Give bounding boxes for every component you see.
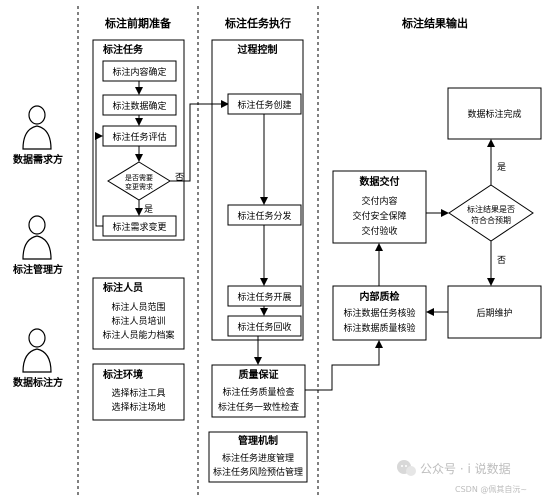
environment-item: 选择标注工具	[111, 387, 165, 399]
task-create-label: 标注任务创建	[237, 99, 291, 111]
internal-qc-item: 标注数据质量核验	[343, 322, 415, 334]
personnel-item: 标注人员培训	[111, 315, 165, 327]
process-arrows	[254, 114, 268, 365]
mgmt-item: 标注任务进度管理	[222, 452, 294, 464]
delivery-item: 交付内容	[361, 195, 397, 207]
watermark-line1: 公众号 · i 说数据	[420, 461, 511, 476]
personnel-item: 标注人员范围	[111, 301, 165, 313]
qa-item: 标注任务质量检查	[222, 386, 294, 398]
content-confirm-label: 标注内容确定	[112, 66, 166, 78]
need-change-yes-label: 是	[144, 204, 153, 215]
result-decision-l1: 标注结果是否	[467, 204, 515, 214]
mgmt-title: 管理机制	[238, 434, 278, 447]
role-label-demand: 数据需求方	[13, 153, 63, 166]
result-decision-l2: 符合合预期	[471, 215, 511, 225]
result-no-label: 否	[497, 255, 506, 266]
environment-title: 标注环境	[102, 368, 143, 381]
personnel-item: 标注人员能力档案	[102, 329, 174, 341]
req-change-label: 标注需求变更	[112, 221, 166, 233]
environment-item: 选择标注场地	[111, 401, 165, 413]
column-header-prep: 标注前期准备	[104, 16, 172, 30]
qa-item: 标注任务一致性检查	[218, 401, 299, 413]
output-arrows	[305, 139, 495, 391]
mgmt-box	[208, 431, 308, 483]
task-recycle-box	[227, 315, 302, 337]
personnel-box	[92, 277, 185, 350]
task-distribute-label: 标注任务分发	[237, 210, 291, 222]
need-change-q2: 变更需求	[125, 182, 153, 191]
delivery-item: 交付验收	[361, 225, 397, 237]
qa-box	[211, 364, 306, 418]
task-group-arrows	[95, 81, 229, 227]
watermark: 公众号 · i 说数据 CSDN @佩其自沅~	[397, 460, 527, 494]
delivery-title: 数据交付	[360, 175, 400, 188]
person-icon-demand	[22, 105, 52, 150]
role-label-labeler: 数据标注方	[13, 376, 63, 389]
need-change-no-label: 否	[175, 172, 184, 183]
task-recycle-label: 标注任务回收	[237, 321, 291, 333]
task-group-box	[92, 39, 185, 241]
column-header-exec: 标注任务执行	[224, 16, 291, 30]
task-start-label: 标注任务开展	[237, 291, 291, 303]
column-header-output: 标注结果输出	[401, 16, 468, 30]
watermark-line2: CSDN @佩其自沅~	[455, 484, 527, 494]
internal-qc-title: 内部质检	[360, 290, 400, 303]
task-eval-label: 标注任务评估	[112, 131, 166, 143]
data-confirm-label: 标注数据确定	[112, 100, 166, 112]
complete-label: 数据标注完成	[467, 108, 521, 120]
wechat-logo-icon	[397, 460, 416, 476]
environment-box	[92, 363, 185, 421]
maintenance-label: 后期维护	[476, 307, 512, 319]
mgmt-item: 标注任务风险预估管理	[213, 466, 303, 478]
role-label-manager: 标注管理方	[12, 263, 63, 276]
result-yes-label: 是	[497, 162, 506, 173]
need-change-q1: 是否需要	[125, 174, 153, 182]
delivery-item: 交付安全保障	[352, 210, 406, 222]
personnel-title: 标注人员	[102, 281, 143, 294]
process-title: 过程控制	[238, 43, 278, 56]
task-group-title: 标注任务	[102, 43, 144, 56]
person-icon-labeler	[22, 328, 52, 373]
internal-qc-item: 标注数据任务核验	[343, 307, 415, 319]
qa-title: 质量保证	[239, 368, 279, 381]
person-icon-manager	[22, 215, 52, 260]
